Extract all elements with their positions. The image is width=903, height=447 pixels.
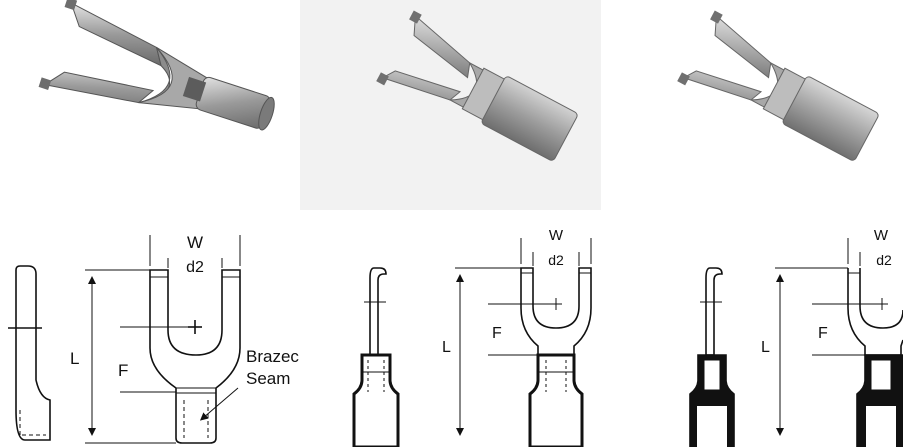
brazed-label: Brazec bbox=[246, 347, 299, 366]
insulated-terminal-front-view bbox=[520, 267, 592, 356]
insulated-terminal-dark-side-view bbox=[705, 267, 723, 356]
insulated-terminal-dark-l-label: L bbox=[761, 339, 770, 356]
bare-terminal-front-view bbox=[149, 269, 241, 444]
insulated-terminal-drawing bbox=[352, 238, 592, 447]
bare-terminal-drawing bbox=[8, 235, 241, 444]
insulated-terminal-l-label: L bbox=[442, 339, 451, 356]
bare-terminal-side-view bbox=[15, 265, 51, 441]
insulated-terminal-dark-drawing bbox=[689, 238, 903, 447]
bare-spade-terminal-photo bbox=[0, 0, 300, 210]
insulated-terminal-dark-w-label: W bbox=[874, 227, 889, 244]
bare-terminal-f-label: F bbox=[118, 361, 128, 380]
bare-terminal-d2-label: d2 bbox=[186, 259, 204, 276]
insulated-terminal-side-view bbox=[369, 267, 387, 356]
insulated-terminal-dark-front-view bbox=[847, 268, 903, 356]
insulated-terminal-w-label: W bbox=[549, 227, 564, 244]
bare-terminal-l-label: L bbox=[70, 349, 79, 368]
insulated-spade-terminal-photo bbox=[300, 0, 601, 210]
insulated-terminal-d2-label: d2 bbox=[548, 252, 564, 268]
seam-label: Seam bbox=[246, 369, 290, 388]
insulated-terminal-f-label: F bbox=[492, 325, 502, 342]
insulated-spade-terminal-photo-2 bbox=[601, 0, 903, 210]
technical-drawings: W d2 L F Brazec Seam W d2 L F bbox=[8, 227, 903, 447]
insulated-terminal-dark-f-label: F bbox=[818, 325, 828, 342]
bare-terminal-w-label: W bbox=[187, 233, 203, 252]
insulated-terminal-dark-d2-label: d2 bbox=[876, 252, 892, 268]
